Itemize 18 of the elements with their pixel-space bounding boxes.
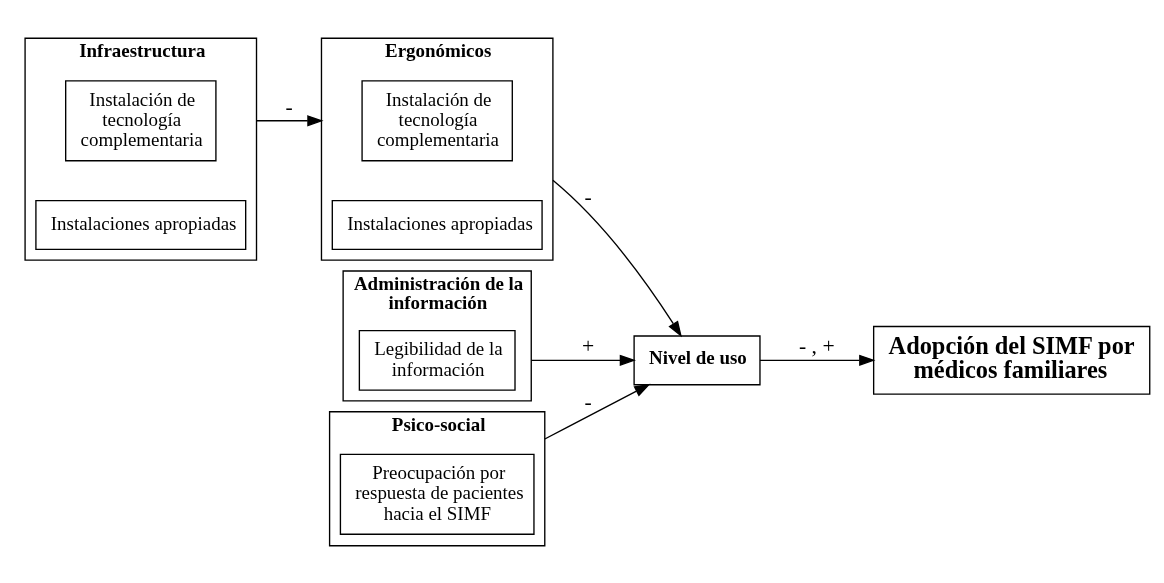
node-box: Adopción del SIMF por médicos familiares	[872, 325, 1151, 395]
node-box: Instalación de tecnología complementaria	[65, 79, 217, 161]
node-box: Legibilidad de la información	[358, 329, 516, 391]
node-box: Instalación de tecnología complementaria	[361, 79, 513, 161]
edge-label: -	[584, 184, 592, 209]
arrow	[552, 179, 682, 337]
edge-label: -	[285, 94, 293, 119]
node-box: Preocupación por respuesta de pacientes hacia el SIMF	[339, 453, 535, 535]
arrow	[530, 354, 636, 366]
edge-label: - , +	[798, 333, 835, 358]
arrow	[255, 114, 324, 126]
arrow	[544, 383, 651, 440]
arrow	[759, 354, 876, 366]
node-box: Instalaciones apropiadas	[331, 199, 543, 250]
edge-label: +	[581, 333, 595, 358]
node-box: Instalaciones apropiadas	[35, 199, 247, 250]
node-box: Nivel de uso	[633, 334, 761, 385]
edge-label: -	[584, 389, 592, 414]
